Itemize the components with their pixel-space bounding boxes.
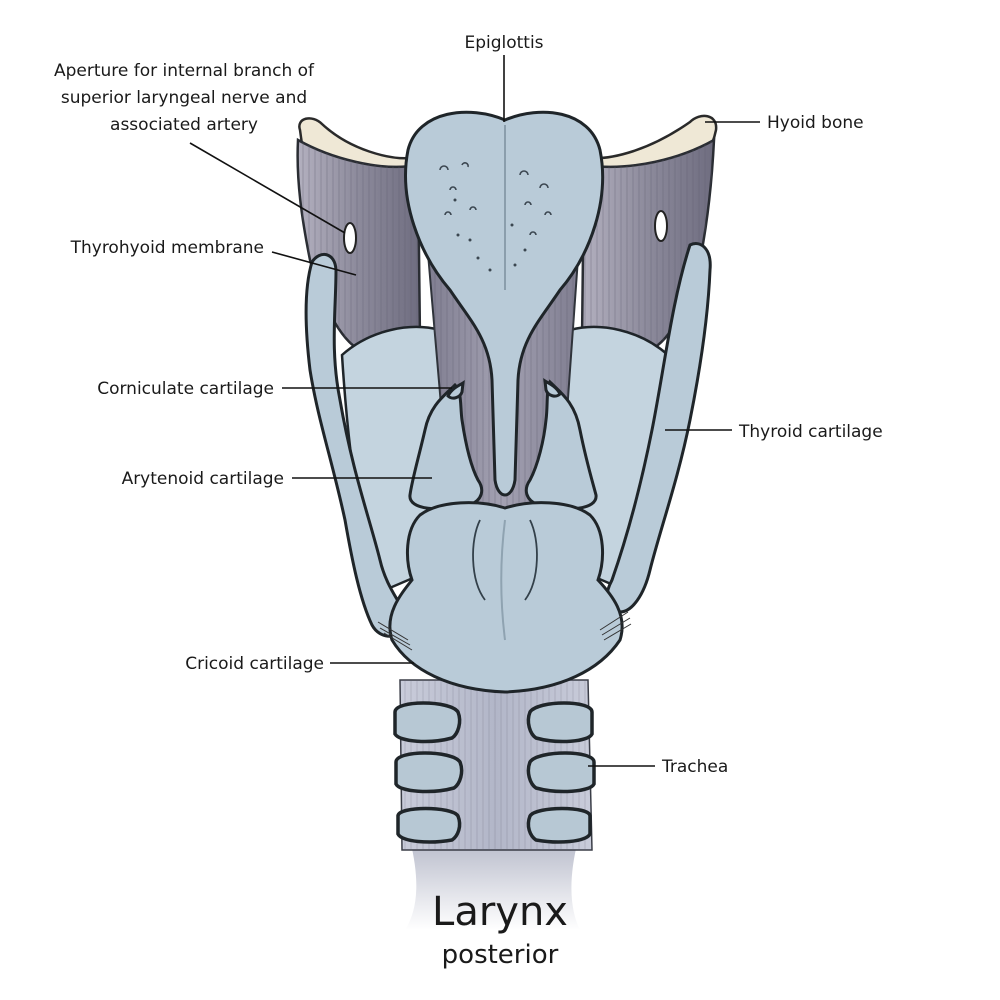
label-aperture-line2: superior laryngeal nerve and [61,88,307,108]
label-corniculate-cartilage: Corniculate cartilage [97,379,274,399]
thyroid-cartilage-right-horn [605,242,712,614]
epiglottis-pits [439,162,552,272]
diagram-subtitle: posterior [442,940,559,970]
labels: Epiglottis Aperture for internal branch … [54,33,883,970]
label-thyroid-cartilage: Thyroid cartilage [738,422,883,442]
leader-lines [189,55,760,767]
aperture-left [343,222,357,254]
leader-aperture [189,142,346,234]
leader-thyrohyoid [271,251,357,276]
cricothyroid-fibers [377,611,632,651]
larynx-illustration [296,110,718,930]
label-aperture-line1: Aperture for internal branch of [54,61,315,81]
label-trachea: Trachea [661,757,728,777]
epiglottis [404,110,605,497]
label-hyoid-bone: Hyoid bone [767,113,864,133]
aperture-right [654,210,668,242]
cricoid-cartilage [388,501,624,694]
label-aperture-line3: associated artery [110,115,258,135]
label-thyrohyoid-membrane: Thyrohyoid membrane [70,238,264,258]
label-cricoid-cartilage: Cricoid cartilage [185,654,324,674]
label-epiglottis: Epiglottis [464,33,543,53]
corniculate-cartilage-right [543,377,562,398]
label-arytenoid-cartilage: Arytenoid cartilage [122,469,284,489]
tracheal-rings-left [393,701,464,844]
tracheal-rings-right [526,701,596,844]
trachea-tail [405,840,580,930]
corniculate-cartilage-left [446,379,465,400]
diagram-title: Larynx [432,889,568,935]
